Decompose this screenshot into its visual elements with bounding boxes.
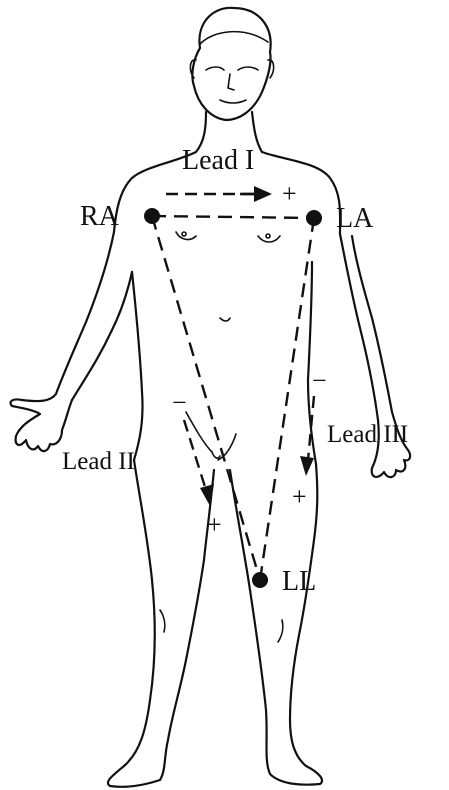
- lead-iii-minus-sign: −: [312, 366, 327, 396]
- la-electrode-dot: [306, 210, 322, 226]
- ra-electrode-dot: [144, 208, 160, 224]
- lead-ii-dashed-line: [152, 216, 260, 580]
- ll-label: LL: [282, 566, 316, 598]
- lead-ii-plus-sign: +: [207, 510, 222, 540]
- lead-i-arrow: [166, 186, 272, 202]
- head: [190, 8, 273, 120]
- lead-ii-minus-sign: −: [172, 388, 187, 418]
- lead-ii-label: Lead II: [62, 448, 135, 476]
- legs: [108, 460, 322, 787]
- lead-iii-label: Lead III: [327, 421, 408, 449]
- lead-i-dashed-line: [152, 216, 314, 218]
- ll-electrode-dot: [252, 572, 268, 588]
- la-label: LA: [336, 203, 373, 235]
- ra-label: RA: [80, 201, 119, 233]
- lead-i-plus-sign: +: [282, 179, 297, 209]
- lead-iii-dashed-line: [260, 218, 314, 580]
- lead-i-label: Lead I: [182, 145, 254, 177]
- lead-iii-plus-sign: +: [292, 482, 307, 512]
